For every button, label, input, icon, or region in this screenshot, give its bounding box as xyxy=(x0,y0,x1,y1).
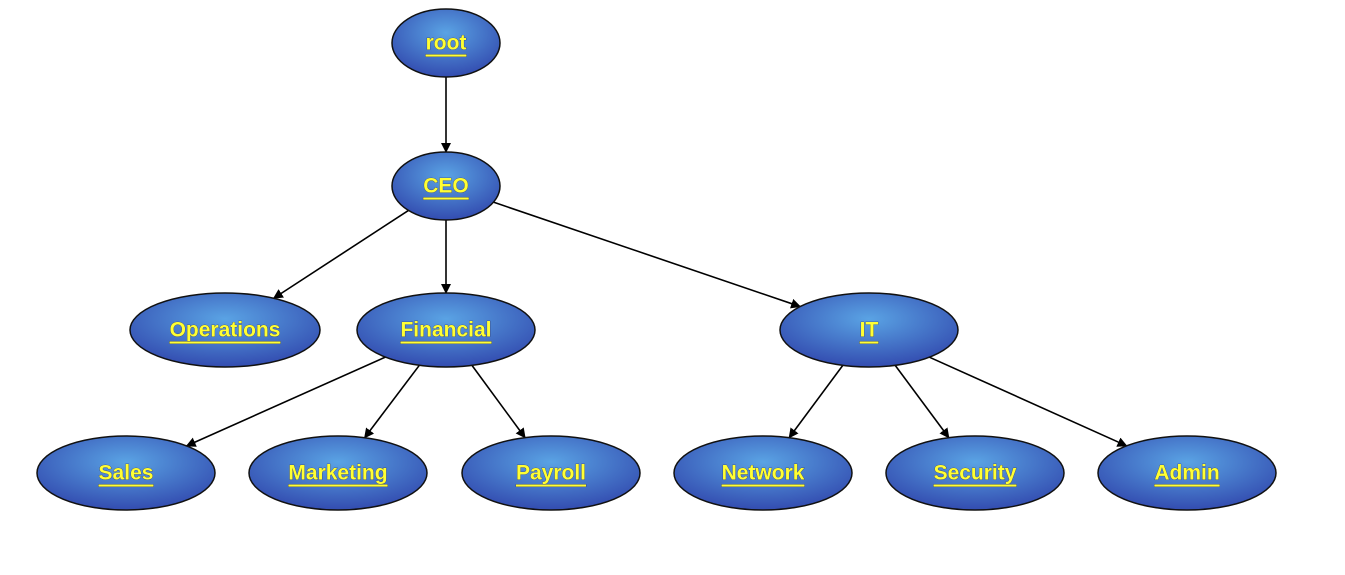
node-admin[interactable]: Admin xyxy=(1097,435,1277,511)
node-security-label[interactable]: Security xyxy=(933,461,1017,485)
node-ceo[interactable]: CEO xyxy=(391,151,501,221)
edge-it-to-admin xyxy=(929,356,1128,447)
node-root[interactable]: root xyxy=(391,8,501,78)
node-it-label[interactable]: IT xyxy=(859,318,879,342)
edge-financial-to-marketing xyxy=(364,364,420,439)
node-payroll[interactable]: Payroll xyxy=(461,435,641,511)
node-network-label[interactable]: Network xyxy=(721,461,805,485)
edge-it-to-security xyxy=(894,364,950,439)
edges-layer xyxy=(185,77,1128,447)
node-network[interactable]: Network xyxy=(673,435,853,511)
node-operations-label[interactable]: Operations xyxy=(169,318,281,342)
edge-ceo-to-it xyxy=(493,201,802,309)
node-sales[interactable]: Sales xyxy=(36,435,216,511)
node-admin-label[interactable]: Admin xyxy=(1154,461,1220,485)
node-financial[interactable]: Financial xyxy=(356,292,536,368)
edge-financial-to-payroll xyxy=(471,364,526,439)
node-payroll-label[interactable]: Payroll xyxy=(516,461,587,485)
edge-financial-to-sales xyxy=(185,356,386,447)
node-ceo-label[interactable]: CEO xyxy=(423,174,469,198)
node-operations[interactable]: Operations xyxy=(129,292,321,368)
node-root-label[interactable]: root xyxy=(425,31,467,55)
node-it[interactable]: IT xyxy=(779,292,959,368)
nodes-layer: root CEO Operations Financial IT Sales M… xyxy=(36,8,1277,511)
edge-ceo-to-operations xyxy=(272,209,409,299)
node-security[interactable]: Security xyxy=(885,435,1065,511)
node-financial-label[interactable]: Financial xyxy=(400,318,492,342)
edge-it-to-network xyxy=(788,364,844,439)
node-sales-label[interactable]: Sales xyxy=(98,461,154,485)
node-marketing[interactable]: Marketing xyxy=(248,435,428,511)
node-marketing-label[interactable]: Marketing xyxy=(288,461,388,485)
